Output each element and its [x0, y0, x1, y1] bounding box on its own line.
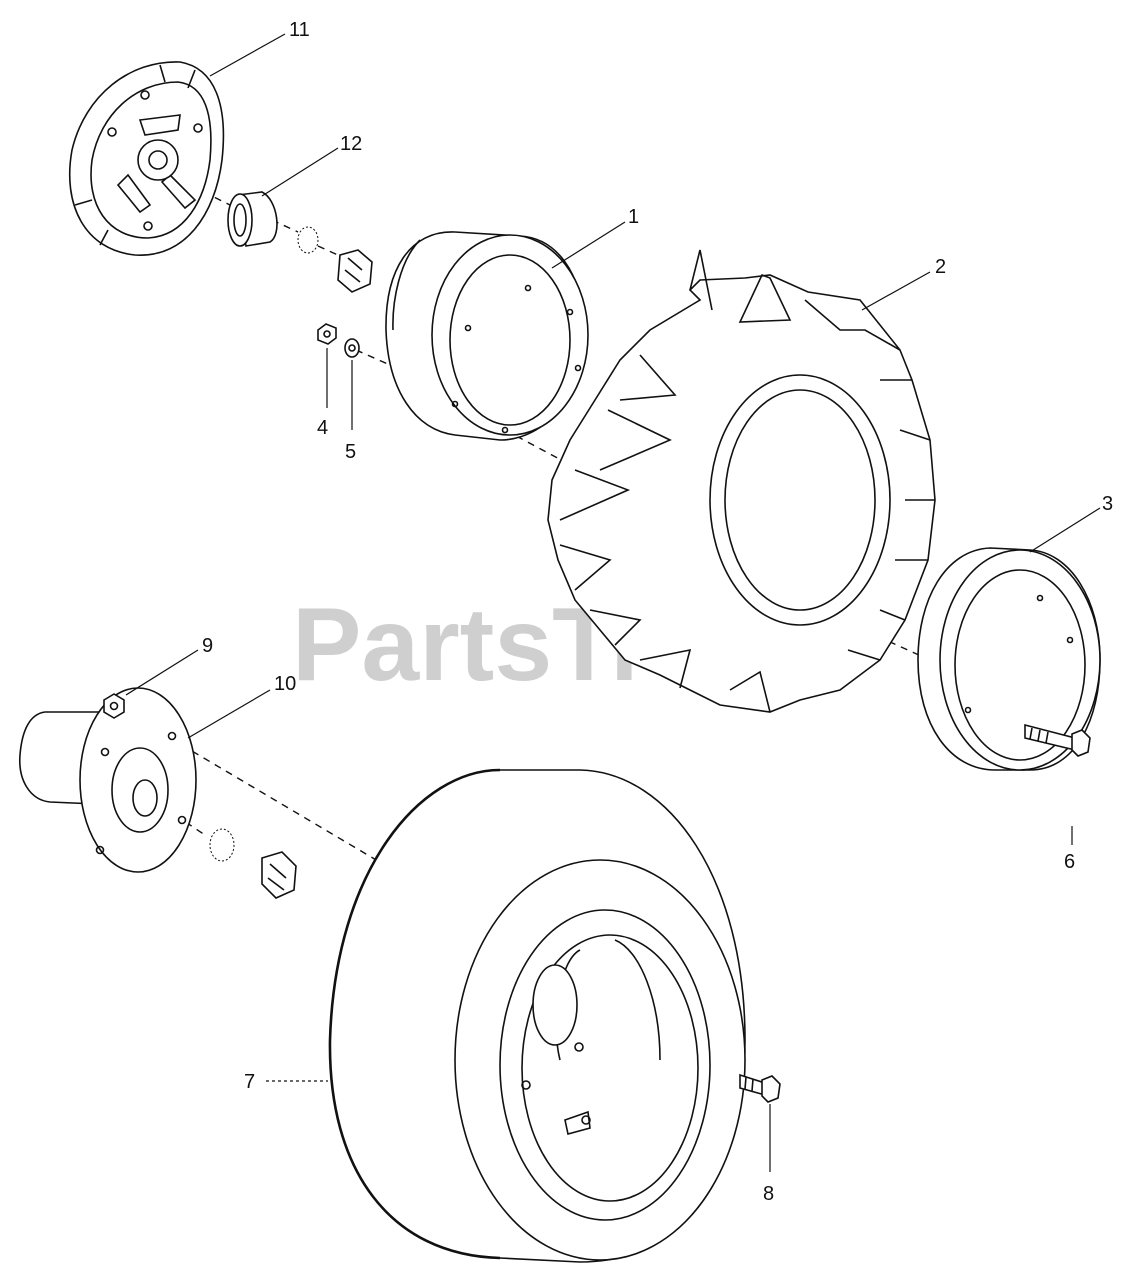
hub-plate-hole [140, 90, 150, 100]
hub-plate-hole [107, 127, 117, 137]
bolt6-threads [1029, 727, 1049, 744]
rim-half-edge [392, 239, 421, 331]
leader-2 [861, 271, 931, 311]
callout-labels: 11 12 1 2 3 4 5 6 7 8 9 10 [202, 19, 1113, 1205]
hub-plate-bore [148, 150, 168, 170]
callout-8: 8 [763, 1183, 774, 1205]
hub10-hole [167, 731, 177, 741]
rim3-bolt-hole [1066, 636, 1074, 644]
hub10-hole [95, 845, 105, 855]
leader-9 [125, 649, 199, 696]
hub10-boss [111, 747, 169, 833]
leader-10 [187, 689, 271, 739]
hub-plate-hole [143, 221, 153, 231]
callout-2: 2 [935, 256, 946, 278]
part-11-hub-plate [68, 61, 225, 256]
wheel7-hub [532, 964, 578, 1046]
rim3-flange [939, 549, 1101, 771]
callout-4: 4 [317, 417, 328, 439]
rim3-inner [954, 569, 1086, 761]
part-4-nut-hole [323, 330, 331, 338]
wheel7-left-edge [328, 768, 501, 1260]
rim-half-bolt-hole [451, 400, 459, 408]
callout-leaders [125, 33, 1101, 1172]
part-9-nut-hole [109, 701, 119, 711]
nut-detail [344, 257, 363, 283]
wheel7-rim-inner [521, 934, 699, 1202]
hub-plate-center [137, 139, 179, 181]
tire-bead [709, 374, 891, 626]
rim-half-bolt-hole [524, 284, 532, 292]
callout-1: 1 [628, 206, 639, 228]
callout-5: 5 [345, 441, 356, 463]
rim3-bolt-hole [1036, 594, 1044, 602]
part-6-bolt [1024, 723, 1091, 757]
part-8-bolt [739, 1073, 781, 1103]
wheel7-valve-cap [581, 1115, 591, 1125]
wheel7-hole [574, 1042, 584, 1052]
bolt8-head [761, 1075, 781, 1103]
washer-icon [209, 828, 235, 862]
callout-11: 11 [289, 19, 310, 41]
nut-icon [261, 851, 297, 899]
leader-3 [1029, 507, 1101, 553]
part-9-nut [103, 693, 125, 719]
part-4-5-nut-washer [317, 323, 360, 358]
nut-icon [337, 249, 373, 293]
tire-edge-lugs [804, 299, 935, 661]
callout-7: 7 [244, 1071, 255, 1093]
axis-nut-to-rim [355, 349, 391, 366]
nut-detail [267, 863, 287, 891]
part-5-washer-icon [344, 338, 360, 358]
rim-half-bolt-hole [566, 308, 574, 316]
bolt6-head [1071, 729, 1091, 757]
part-12-spacer [227, 191, 278, 247]
bolt8-threads [744, 1076, 754, 1092]
wheel7-hole [521, 1080, 531, 1090]
rim-half-flange [431, 234, 589, 436]
hub10-bore [132, 779, 158, 817]
hub10-hole [100, 747, 110, 757]
part-4-nut-icon [317, 323, 337, 345]
leader-1 [551, 221, 626, 269]
part-1-rim-half [385, 231, 589, 441]
leader-11 [209, 33, 286, 77]
spacer-end [227, 193, 253, 247]
callout-9: 9 [202, 635, 213, 657]
tire-bead-inner [724, 389, 876, 611]
spacer-bore [233, 203, 247, 237]
wheel7-rim [499, 909, 711, 1221]
wheel7-valve-stem [564, 1110, 591, 1135]
hub-plate-inner [90, 81, 212, 239]
part-5-washer-hole [348, 344, 356, 352]
washer-icon [297, 226, 319, 254]
rim-half-bolt-hole [464, 324, 472, 332]
lower-washer-nut [209, 828, 297, 899]
leader-12 [261, 147, 339, 197]
hub10-hole [177, 815, 187, 825]
hub-plate-hole [193, 123, 203, 133]
rim-half-inner [449, 254, 571, 426]
hub10-flange [79, 687, 197, 873]
axis-hub10-to-wheel [169, 737, 411, 881]
part-7-wheel-tire [328, 768, 746, 1263]
part-9-nut-icon [103, 693, 125, 719]
callout-6: 6 [1064, 851, 1075, 873]
rim-half-bolt-hole [501, 426, 509, 434]
callout-10: 10 [274, 673, 296, 695]
upper-washer-nut [297, 226, 373, 293]
callout-12: 12 [340, 133, 362, 155]
part-10-hub [19, 687, 197, 873]
part-2-lugged-tire [547, 249, 936, 713]
tire-lugs [559, 249, 792, 713]
rim3-bolt-hole [964, 706, 972, 714]
rim-half-bolt-hole [574, 364, 582, 372]
callout-3: 3 [1102, 493, 1113, 515]
axis-washer-to-nut [317, 245, 341, 257]
hub-plate-notches [74, 64, 196, 246]
part-3-rim-half [917, 547, 1101, 771]
